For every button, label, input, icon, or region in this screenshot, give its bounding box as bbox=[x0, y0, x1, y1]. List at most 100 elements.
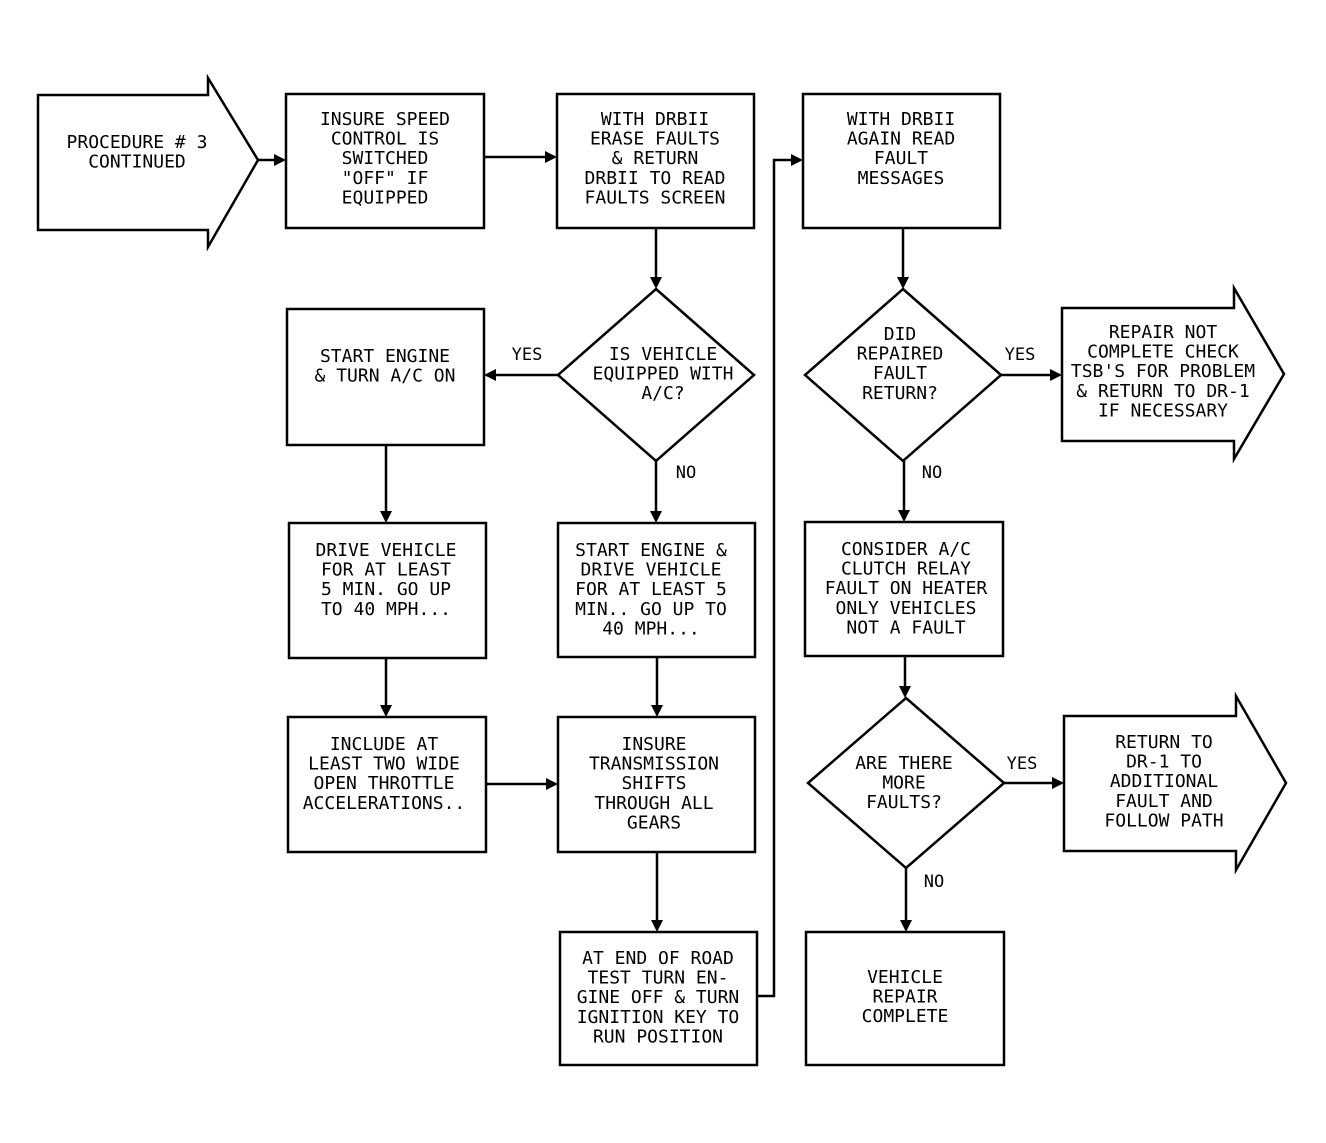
drive-vehicle-mid-text-line-3: FOR AT LEAST 5 bbox=[575, 579, 727, 600]
connector-loop-to-read-again bbox=[757, 154, 803, 998]
read-again-text-line-2: AGAIN READ bbox=[847, 129, 955, 150]
connector-start-to-speed bbox=[258, 154, 286, 166]
end-road-test-text-line-3: GINE OFF & TURN bbox=[577, 987, 740, 1008]
read-again-text-line-1: WITH DRBII bbox=[847, 109, 955, 130]
end-road-test-text-line-4: IGNITION KEY TO bbox=[577, 1007, 740, 1028]
drive-vehicle-mid-text-line-2: DRIVE VEHICLE bbox=[581, 560, 722, 581]
return-dr1-text-line-3: ADDITIONAL bbox=[1110, 771, 1219, 792]
label-yes-ac: YES bbox=[512, 345, 543, 365]
connector-speed-to-erase bbox=[484, 151, 557, 163]
repair-complete-text-line-1: VEHICLE bbox=[867, 967, 943, 988]
repair-complete-text-line-2: REPAIR bbox=[872, 987, 937, 1008]
more-faults-text-line-2: MORE bbox=[882, 773, 925, 794]
speed-control-text-line-3: SWITCHED bbox=[342, 148, 429, 169]
read-again-text-line-3: FAULT bbox=[874, 148, 928, 169]
transmission-text-line-3: SHIFTS bbox=[621, 773, 686, 794]
erase-faults-text-line-2: ERASE FAULTS bbox=[590, 129, 720, 150]
connector-startac-to-drive bbox=[380, 445, 392, 523]
clutch-relay-text-line-1: CONSIDER A/C bbox=[841, 539, 971, 560]
start-ac-box: START ENGINE& TURN A/C ON bbox=[285, 307, 486, 447]
repair-complete-text-line-3: COMPLETE bbox=[862, 1006, 949, 1027]
speed-control-text-line-4: "OFF" IF bbox=[342, 168, 429, 189]
label-no-more-faults: NO bbox=[924, 872, 944, 892]
clutch-relay-text-line-3: FAULT ON HEATER bbox=[825, 578, 988, 599]
end-road-test-text-line-2: TEST TURN EN- bbox=[588, 968, 729, 989]
connector-more-faults-yes bbox=[1004, 777, 1064, 789]
fault-return-text-line-2: REPAIRED bbox=[857, 344, 944, 365]
drive-vehicle-mid-text-line-1: START ENGINE & bbox=[575, 540, 727, 561]
erase-faults-text-line-5: FAULTS SCREEN bbox=[585, 187, 726, 208]
connector-ac-no bbox=[650, 461, 662, 523]
drive-vehicle-left-text-line-1: DRIVE VEHICLE bbox=[316, 540, 457, 561]
repair-not-complete-text-line-5: IF NECESSARY bbox=[1098, 400, 1228, 421]
more-faults-text-line-1: ARE THERE bbox=[855, 753, 953, 774]
repair-not-complete-text-line-4: & RETURN TO DR-1 bbox=[1076, 381, 1249, 402]
more-faults-text-line-3: FAULTS? bbox=[866, 792, 942, 813]
end-road-test-text-line-5: RUN POSITION bbox=[593, 1026, 723, 1047]
repair-not-complete-text-line-1: REPAIR NOT bbox=[1109, 322, 1218, 343]
transmission-text-line-2: TRANSMISSION bbox=[589, 754, 719, 775]
throttle-text-line-3: OPEN THROTTLE bbox=[314, 773, 455, 794]
fault-return-text-line-3: FAULT bbox=[873, 363, 927, 384]
drive-vehicle-left-text-line-2: FOR AT LEAST bbox=[321, 560, 451, 581]
erase-faults-text-line-1: WITH DRBII bbox=[601, 109, 709, 130]
ac-decision-text-line-2: EQUIPPED WITH bbox=[593, 364, 734, 385]
label-no-ac: NO bbox=[676, 463, 696, 483]
erase-faults-text-line-4: DRBII TO READ bbox=[585, 168, 726, 189]
drive-vehicle-mid-text-line-5: 40 MPH... bbox=[602, 618, 700, 639]
speed-control-text-line-1: INSURE SPEED bbox=[320, 109, 450, 130]
connector-transmission-to-end bbox=[651, 852, 663, 932]
return-dr1-text-line-4: FAULT AND bbox=[1115, 791, 1213, 812]
throttle-text-line-4: ACCELERATIONS.. bbox=[303, 793, 466, 814]
start-ac-text-line-1: START ENGINE bbox=[320, 346, 450, 367]
connector-clutch-to-more-faults bbox=[899, 656, 911, 698]
ac-decision-text-line-3: A/C? bbox=[641, 383, 684, 404]
label-yes-more-faults: YES bbox=[1007, 754, 1038, 774]
start-arrow-label-line-2: CONTINUED bbox=[88, 152, 186, 173]
connector-fault-return-yes bbox=[1001, 369, 1062, 381]
connector-drive-to-throttle bbox=[380, 658, 392, 717]
speed-control-text-line-2: CONTROL IS bbox=[331, 129, 439, 150]
transmission-text-line-1: INSURE bbox=[621, 734, 686, 755]
fault-return-text-line-1: DID bbox=[884, 324, 917, 345]
return-dr1-text-line-1: RETURN TO bbox=[1115, 732, 1213, 753]
connector-ac-yes bbox=[484, 369, 558, 381]
drive-vehicle-mid-text-line-4: MIN.. GO UP TO bbox=[575, 599, 727, 620]
start-arrow-label-line-1: PROCEDURE # 3 bbox=[67, 132, 208, 153]
repair-not-complete-text-line-3: TSB'S FOR PROBLEM bbox=[1071, 361, 1255, 382]
connector-fault-return-no bbox=[898, 461, 910, 522]
start-ac-text-line-2: & TURN A/C ON bbox=[315, 366, 456, 387]
connector-more-faults-no bbox=[900, 868, 912, 932]
drive-vehicle-left-text-line-3: 5 MIN. GO UP bbox=[321, 579, 451, 600]
end-road-test-text-line-1: AT END OF ROAD bbox=[582, 948, 734, 969]
start-ac-text: START ENGINE& TURN A/C ON bbox=[315, 346, 456, 387]
label-yes-fault-return: YES bbox=[1005, 345, 1036, 365]
transmission-text-line-4: THROUGH ALL bbox=[594, 793, 713, 814]
